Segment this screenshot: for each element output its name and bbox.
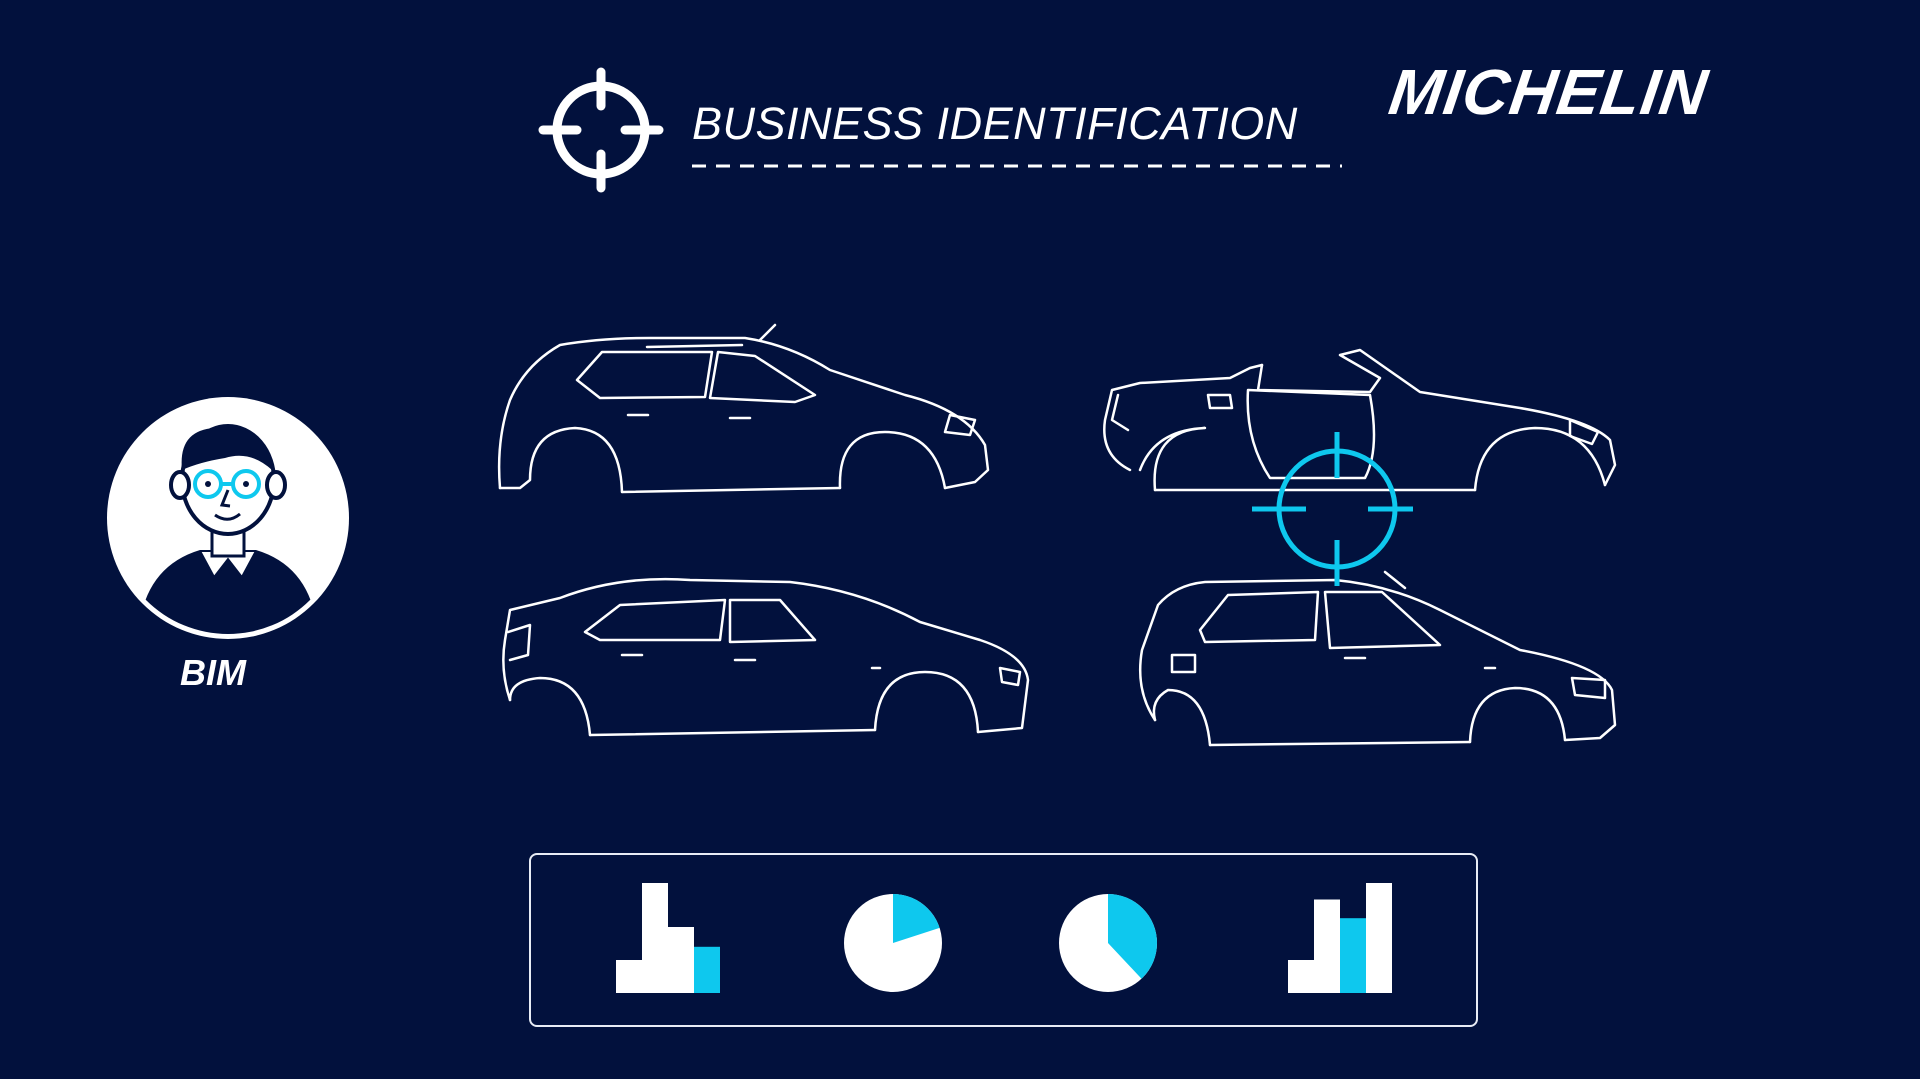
compact-car-outline [1138,570,1617,747]
bar [1314,899,1340,993]
bar-chart-icon-1 [616,883,720,993]
bar-chart-icon-4 [1288,883,1392,993]
pie-slice [893,894,940,943]
target-crosshair-icon [1252,432,1413,586]
bar [1366,883,1392,993]
bar [616,960,642,993]
hatchback-outline [502,577,1030,737]
pie-chart-icon-2 [844,894,942,992]
convertible-outline [1103,348,1617,492]
page-title: BUSINESS IDENTIFICATION [692,98,1298,149]
person-label: BIM [180,652,246,693]
bar [642,883,668,993]
bar [668,927,694,993]
stats-panel [529,853,1478,1027]
pie-chart-icon-3 [1059,894,1158,992]
bar [1340,918,1366,993]
bar [1288,960,1314,993]
pie-slice [1108,894,1158,979]
bar [694,946,720,993]
crosshair-icon [538,67,664,193]
suv-outline [497,323,990,494]
